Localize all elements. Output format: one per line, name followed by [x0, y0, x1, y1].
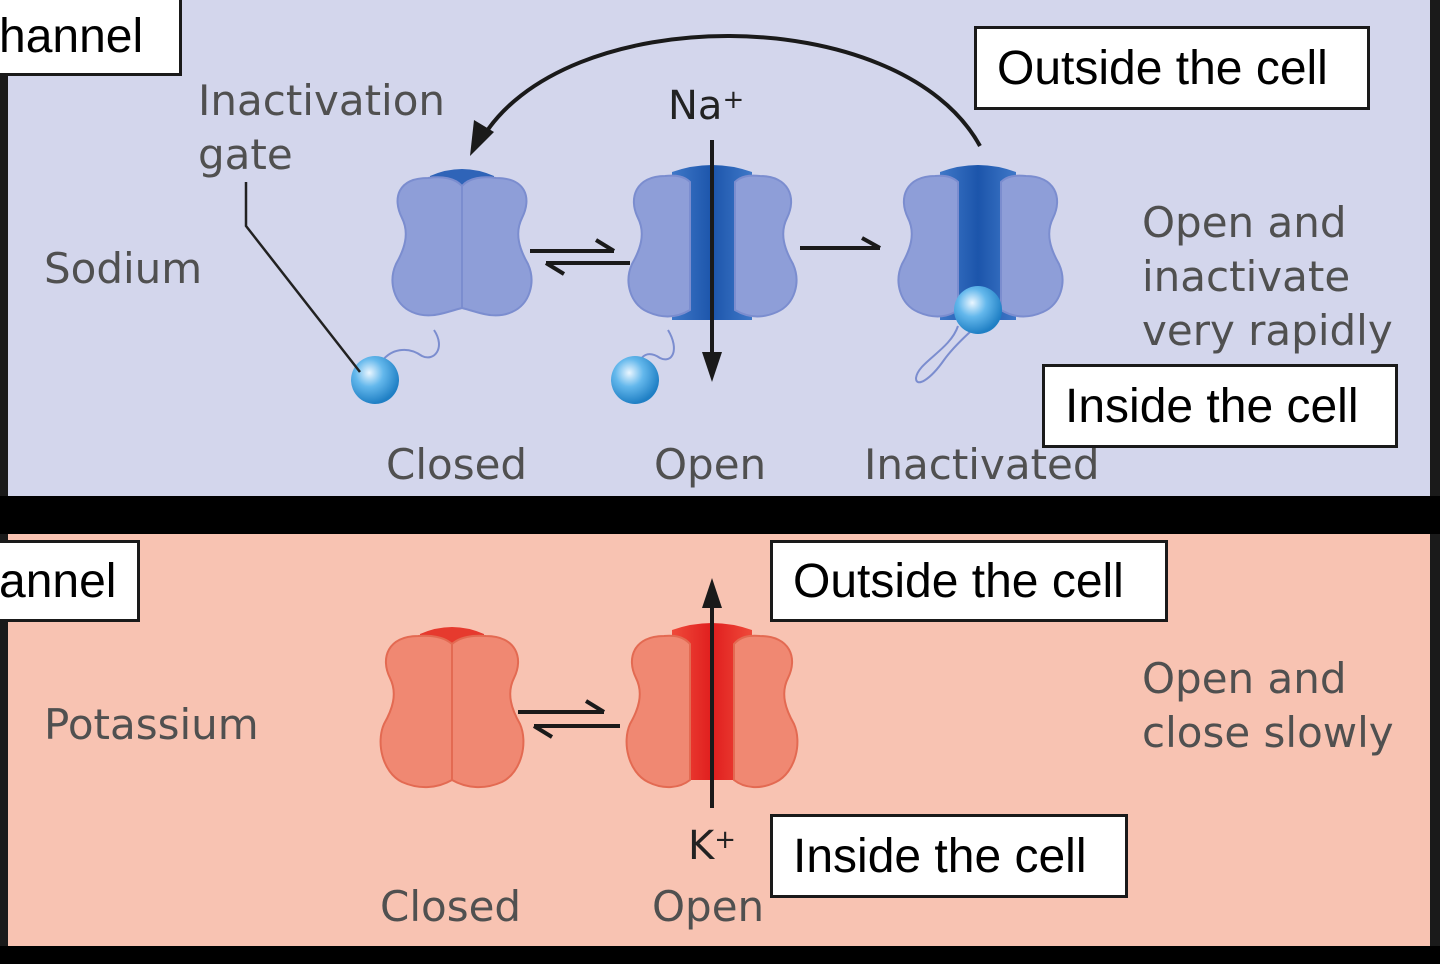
gate-leader-line	[244, 182, 361, 373]
potassium-state-closed: Closed	[380, 882, 522, 931]
potassium-state-open: Open	[652, 882, 765, 931]
sodium-outside-cell-label: Outside the cell	[974, 26, 1370, 110]
potassium-inside-cell-label: Inside the cell	[770, 814, 1128, 898]
potassium-description-line2: close slowly	[1142, 708, 1394, 757]
sodium-row-label: Sodium	[44, 244, 203, 293]
sodium-ion-label: Na+	[668, 83, 745, 129]
recovery-arrow	[478, 34, 982, 147]
sodium-closed-channel	[351, 169, 533, 404]
sodium-channel-title: hannel	[0, 0, 182, 76]
sodium-description-line2: inactivate	[1142, 252, 1351, 301]
potassium-description-line1: Open and	[1142, 654, 1347, 703]
inactivation-gate-ball	[351, 356, 399, 404]
sodium-inactivated-channel	[897, 165, 1064, 384]
sodium-open-channel	[611, 165, 798, 404]
potassium-row-label: Potassium	[44, 700, 259, 749]
sodium-state-closed: Closed	[386, 440, 528, 489]
panel-divider	[0, 496, 1440, 534]
potassium-equilibrium-arrows	[518, 699, 620, 739]
inactivation-gate-label-line2: gate	[198, 130, 293, 179]
sodium-description-line1: Open and	[1142, 198, 1347, 247]
potassium-closed-channel	[379, 627, 525, 788]
sodium-state-inactivated: Inactivated	[864, 440, 1100, 489]
potassium-outside-cell-label: Outside the cell	[770, 540, 1168, 622]
sodium-inside-cell-label: Inside the cell	[1042, 364, 1398, 448]
potassium-open-channel	[625, 623, 799, 788]
potassium-channel-title: annel	[0, 540, 140, 622]
bottom-border	[0, 946, 1440, 964]
sodium-state-open: Open	[654, 440, 767, 489]
sodium-equilibrium-arrows	[530, 238, 630, 276]
inactivation-gate-label-line1: Inactivation	[198, 76, 446, 125]
sodium-description-line3: very rapidly	[1142, 306, 1393, 355]
potassium-ion-label: K+	[688, 823, 737, 869]
